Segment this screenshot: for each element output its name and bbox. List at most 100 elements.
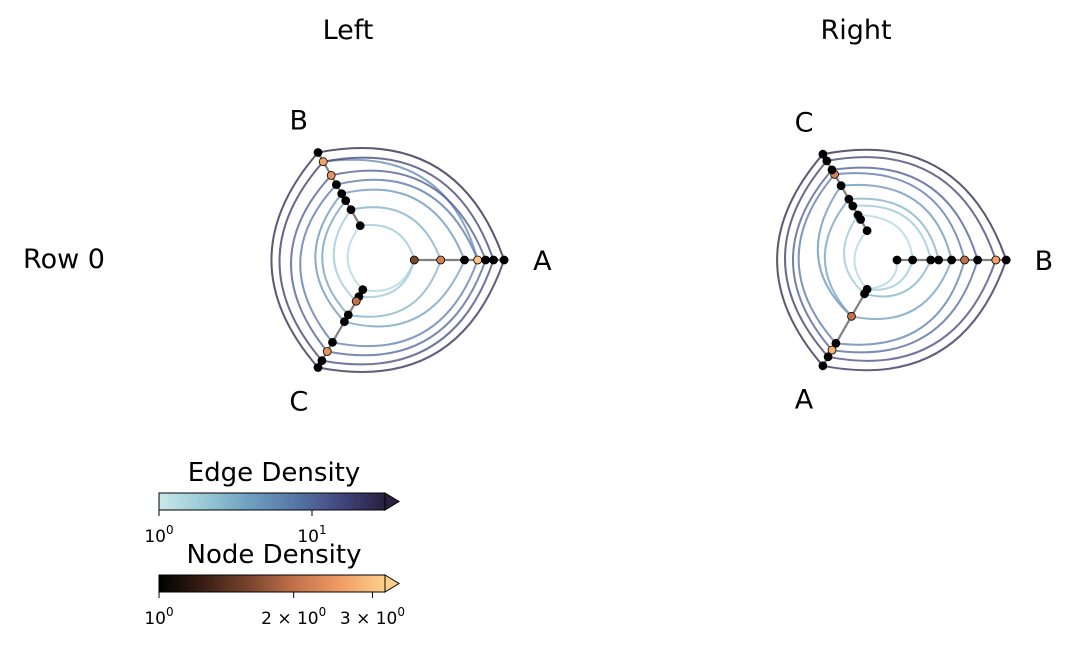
edge — [816, 185, 853, 318]
node — [473, 255, 483, 265]
edge — [864, 259, 932, 298]
node — [818, 361, 828, 371]
node — [489, 255, 498, 265]
node — [351, 296, 361, 306]
edge — [332, 209, 357, 302]
node — [827, 165, 837, 175]
edge — [822, 148, 1008, 261]
nodes-left — [313, 148, 509, 372]
edge — [358, 259, 416, 299]
node — [844, 194, 854, 204]
edge — [866, 259, 914, 291]
node — [947, 255, 956, 265]
edge — [327, 259, 487, 357]
panel-title-left: Left — [323, 15, 374, 46]
colorbar-extend-arrow — [384, 574, 400, 593]
node — [317, 356, 327, 366]
panel-right: Right B C A — [776, 15, 1054, 416]
edges-right — [776, 148, 1008, 372]
edge — [362, 259, 416, 292]
colorbar-extend-arrow — [384, 492, 400, 511]
edge — [290, 174, 332, 353]
node — [341, 196, 351, 206]
node — [409, 255, 419, 265]
edge — [822, 259, 1008, 372]
colorbar-tick-label: 100 — [144, 523, 173, 547]
axis-label-c: C — [289, 387, 308, 418]
colorbar-tick-label: 2 × 100 — [261, 605, 326, 629]
node — [313, 148, 323, 157]
node — [313, 363, 323, 372]
node — [908, 255, 917, 265]
node — [960, 255, 969, 265]
node — [481, 255, 491, 265]
colorbar-title-edge: Edge Density — [188, 458, 361, 488]
node — [822, 156, 832, 166]
edge — [317, 147, 506, 261]
axis-label-c: C — [795, 108, 814, 139]
node — [847, 311, 856, 321]
panel-title-right: Right — [820, 15, 891, 46]
node — [460, 255, 469, 265]
node — [818, 149, 828, 159]
colorbar-edge-density: Edge Density 100 101 — [144, 458, 400, 547]
edge — [835, 259, 966, 346]
node — [848, 201, 858, 211]
edge — [857, 214, 914, 261]
node — [436, 255, 446, 265]
node — [827, 345, 837, 355]
edge — [797, 173, 837, 344]
colorbar-title-node: Node Density — [187, 540, 362, 570]
edge — [776, 153, 824, 367]
edge — [841, 183, 953, 261]
nodes-right — [818, 149, 1011, 371]
edge — [823, 198, 853, 317]
axis-label-a: A — [795, 384, 814, 415]
row-label: Row 0 — [23, 244, 105, 275]
node — [973, 255, 982, 265]
edge — [323, 158, 479, 261]
edge — [341, 188, 466, 261]
node — [860, 289, 869, 299]
edge — [336, 178, 479, 261]
edge — [278, 161, 324, 362]
edge — [344, 259, 466, 328]
edge — [792, 169, 833, 351]
node — [823, 352, 833, 362]
axis-label-b: B — [290, 105, 309, 136]
node — [346, 205, 356, 215]
edge — [866, 259, 899, 291]
node — [853, 210, 863, 220]
edge — [332, 259, 479, 348]
node — [358, 285, 368, 295]
panel-left: Left A B C — [270, 15, 552, 418]
axis-labels-right: B C A — [795, 108, 1054, 416]
node — [343, 310, 353, 320]
edge — [831, 166, 979, 261]
edge — [784, 160, 829, 358]
node — [331, 180, 341, 190]
edge — [323, 156, 495, 261]
colorbar-tick-label: 100 — [144, 605, 173, 629]
edge — [853, 230, 868, 290]
edge — [321, 199, 350, 316]
node — [836, 181, 846, 191]
node — [499, 255, 509, 265]
edge — [348, 259, 442, 318]
axis-label-a: A — [533, 246, 552, 277]
node — [318, 157, 328, 167]
colorbar-gradient — [158, 574, 386, 593]
edge — [317, 259, 506, 373]
node — [339, 317, 349, 327]
axis-label-b: B — [1035, 246, 1054, 277]
axis-labels-left: A B C — [289, 105, 552, 417]
node — [862, 226, 872, 236]
edge — [360, 223, 416, 261]
colorbar-tick-label: 101 — [297, 523, 326, 547]
node — [326, 170, 336, 180]
edge — [321, 259, 495, 366]
edge — [314, 193, 346, 323]
edge — [831, 259, 979, 354]
edge — [851, 259, 953, 321]
